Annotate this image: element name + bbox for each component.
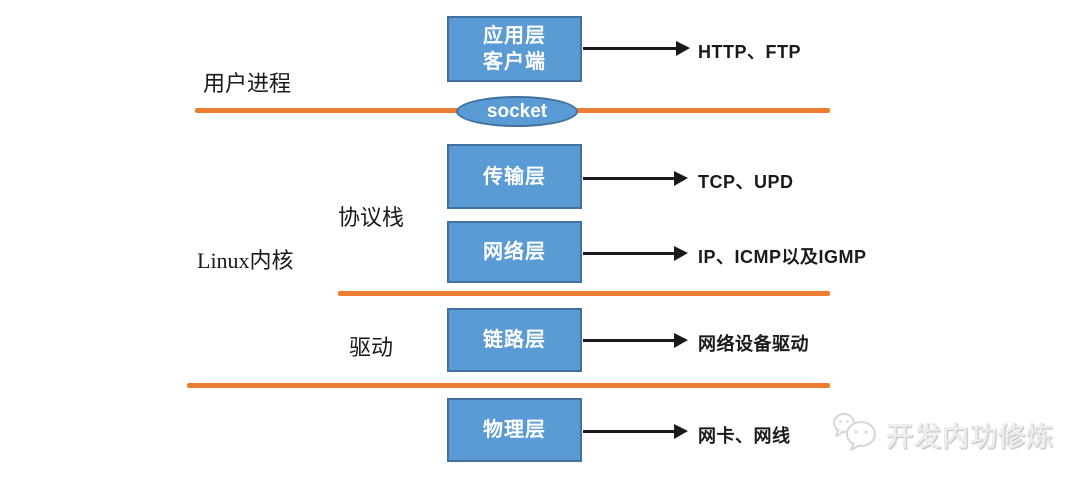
watermark-text: 开发内功修炼 (886, 422, 1054, 452)
arrow-link (583, 333, 688, 348)
layer-box-application-line1: 应用层 (483, 25, 546, 47)
arrow-network (583, 246, 688, 261)
watermark: 开发内功修炼 (830, 410, 1054, 459)
layer-box-physical-label: 物理层 (483, 419, 546, 441)
annotation-physical: 网卡、网线 (698, 426, 791, 446)
divider-kernel-hardware (187, 383, 830, 388)
layer-box-application-line2: 客户端 (483, 51, 546, 73)
layer-box-transport: 传输层 (447, 144, 582, 209)
layer-box-physical: 物理层 (447, 398, 582, 462)
label-driver: 驱动 (349, 335, 394, 360)
arrow-application (583, 41, 690, 56)
layer-box-link-label: 链路层 (483, 329, 546, 351)
arrowhead-icon (676, 41, 690, 56)
layer-box-network-label: 网络层 (483, 241, 546, 263)
divider-stack-driver (338, 291, 830, 296)
annotation-network: IP、ICMP以及IGMP (698, 247, 867, 267)
wechat-bubbles-icon (830, 410, 880, 459)
annotation-transport: TCP、UPD (698, 172, 794, 192)
label-protocol-stack: 协议栈 (338, 205, 405, 230)
arrowhead-icon (674, 246, 688, 261)
socket-label: socket (486, 100, 548, 122)
layer-box-application: 应用层 客户端 (447, 16, 582, 82)
arrow-physical (583, 424, 688, 439)
arrowhead-icon (674, 333, 688, 348)
annotation-link: 网络设备驱动 (698, 334, 809, 354)
layer-box-transport-label: 传输层 (483, 165, 546, 188)
layer-box-network: 网络层 (447, 221, 582, 283)
label-linux-kernel: Linux内核 (197, 248, 294, 273)
arrowhead-icon (674, 171, 688, 186)
annotation-application: HTTP、FTP (698, 42, 801, 62)
label-user-process: 用户进程 (203, 71, 292, 96)
socket-ellipse: socket (456, 96, 578, 127)
layer-box-link: 链路层 (447, 308, 582, 372)
arrowhead-icon (674, 424, 688, 439)
arrow-transport (583, 171, 688, 186)
